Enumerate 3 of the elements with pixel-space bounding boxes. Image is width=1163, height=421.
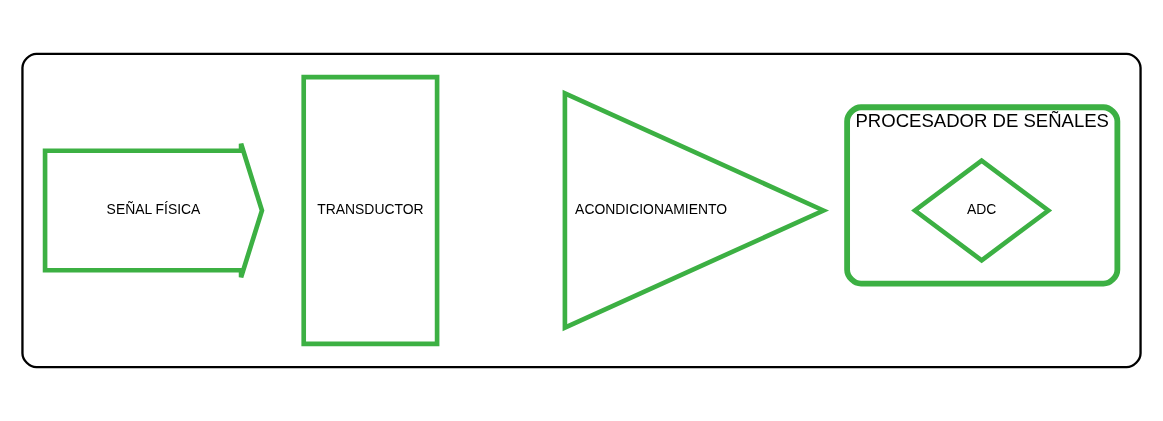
node-box: TRANSDUCTOR xyxy=(301,74,440,347)
node-diamond: ADC xyxy=(911,157,1053,264)
cluster xyxy=(21,52,1142,369)
